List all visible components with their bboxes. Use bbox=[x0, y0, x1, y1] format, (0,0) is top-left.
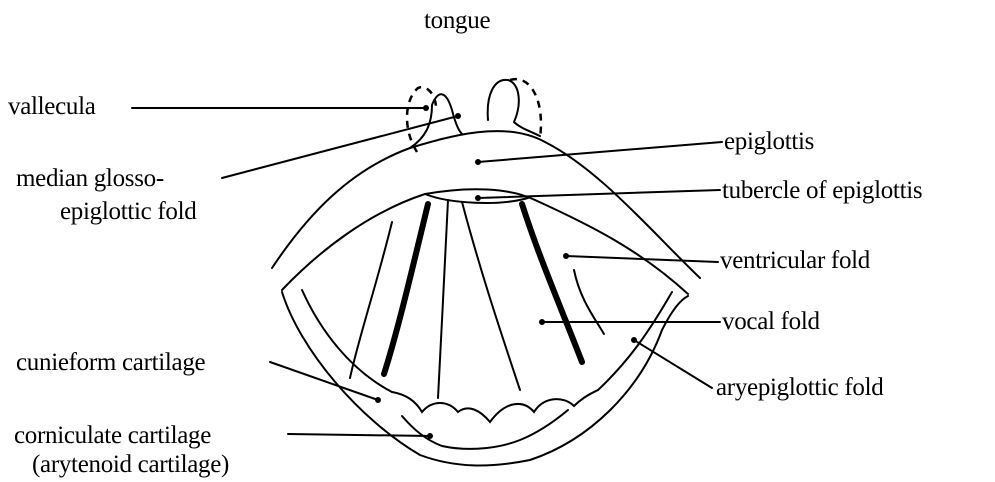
vocal-dot bbox=[539, 319, 545, 325]
right-interior-line bbox=[462, 202, 520, 390]
label-corniculate-line1: corniculate cartilage bbox=[14, 421, 211, 450]
label-vallecula: vallecula bbox=[8, 92, 96, 121]
left-ventricular-fold bbox=[350, 222, 392, 378]
label-tongue: tongue bbox=[424, 6, 490, 35]
aryepiglottic-dot bbox=[631, 337, 637, 343]
left-interior-line bbox=[438, 200, 448, 398]
tubercle-dot bbox=[475, 195, 481, 201]
cuneiform-dot bbox=[375, 397, 381, 403]
right-vocal-fold bbox=[522, 204, 582, 362]
label-vocal: vocal fold bbox=[722, 307, 820, 336]
corniculate-dot bbox=[427, 433, 433, 439]
label-epiglottis: epiglottis bbox=[724, 127, 814, 156]
vallecula-dot bbox=[423, 105, 429, 111]
label-cuneiform: cunieform cartilage bbox=[16, 348, 205, 377]
epiglottis-dot bbox=[475, 159, 481, 165]
label-median-glosso-line2: epiglottic fold bbox=[60, 197, 196, 226]
ventricular-dot bbox=[563, 253, 569, 259]
outer-inlet-contour bbox=[282, 292, 688, 465]
label-corniculate-line2: (arytenoid cartilage) bbox=[32, 450, 229, 479]
epiglottis-outer-contour bbox=[272, 131, 700, 278]
median-glosso-leader bbox=[222, 116, 458, 178]
cartilage-bumps bbox=[392, 390, 598, 422]
left-aryepiglottic-inner bbox=[302, 290, 392, 392]
corniculate-leader bbox=[288, 434, 430, 436]
label-median-glosso-line1: median glosso- bbox=[16, 164, 164, 193]
median-glosso-dot bbox=[455, 113, 461, 119]
right-ventricular-fold bbox=[574, 270, 604, 334]
label-aryepiglottic: aryepiglottic fold bbox=[716, 373, 883, 402]
right-epiglottic-bump bbox=[488, 80, 540, 136]
epiglottis-leader bbox=[478, 142, 722, 162]
label-ventricular: ventricular fold bbox=[720, 246, 870, 275]
label-tubercle: tubercle of epiglottis bbox=[722, 176, 922, 205]
